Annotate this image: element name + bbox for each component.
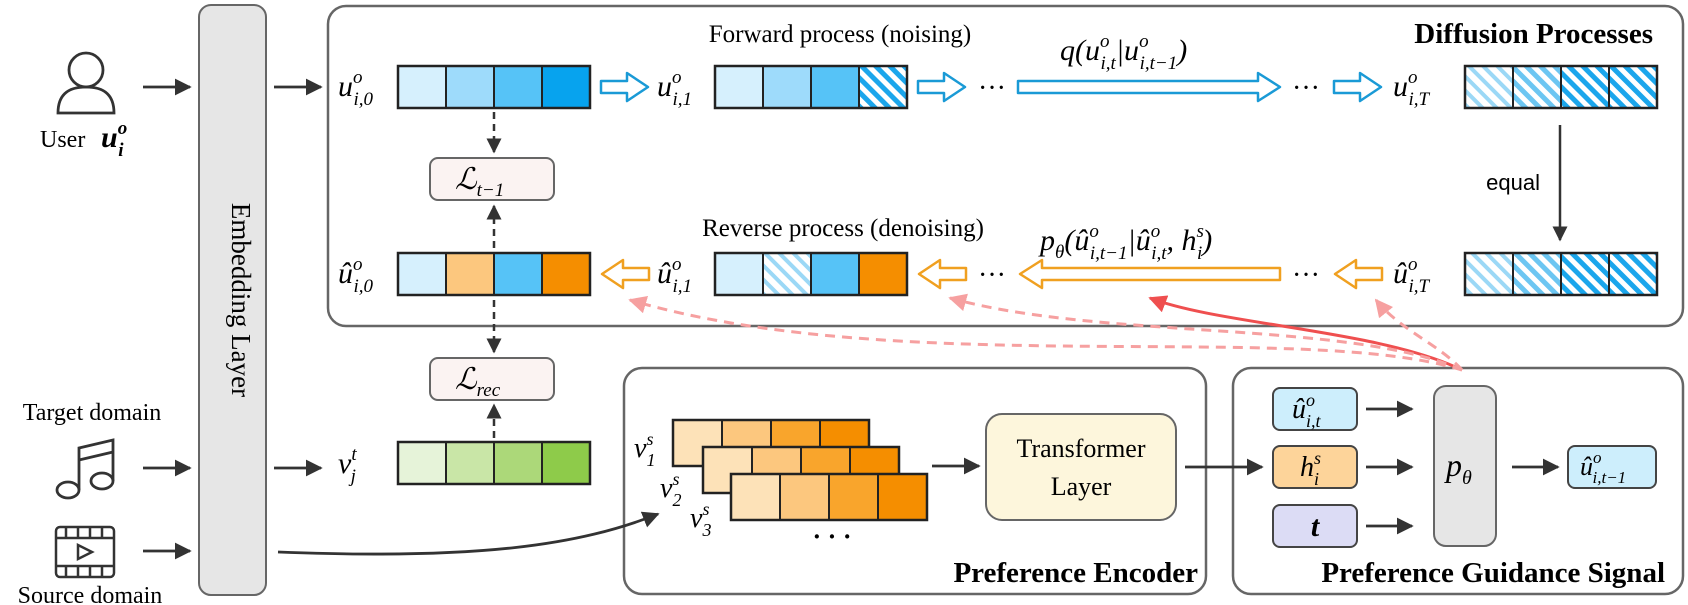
transformer-label-2: Layer: [1051, 472, 1112, 501]
guidance-arrow-1: [628, 295, 1463, 372]
target-domain-label: Target domain: [23, 400, 162, 426]
diffusion-title: Diffusion Processes: [1414, 18, 1653, 50]
source-domain-label: Source domain: [18, 583, 163, 605]
video-icon: [54, 525, 116, 579]
encoder-panel: [622, 366, 1208, 596]
sequence-dots: · · ·: [812, 522, 851, 551]
encoder-title: Preference Encoder: [953, 557, 1198, 589]
forward-arrow-2: [916, 71, 967, 103]
embedding-uhat0: [396, 251, 592, 297]
reverse-arrow-3: [1333, 258, 1384, 290]
embedding-layer: [198, 4, 267, 596]
embedding-u1: [713, 64, 909, 110]
user-label: User: [40, 127, 85, 153]
transformer-label-1: Transformer: [1016, 434, 1145, 463]
t-label: t: [1311, 510, 1321, 543]
forward-label: Forward process (noising): [709, 21, 971, 48]
forward-arrow-long: [1016, 71, 1282, 103]
user-icon: [56, 51, 116, 115]
embedding-to-encoder-arrow: [277, 511, 660, 556]
t-box: [1272, 504, 1358, 548]
embedding-uhatT: [1463, 251, 1659, 297]
embedding-uhat1: [713, 251, 909, 297]
loss-rec-box: [429, 357, 555, 401]
forward-arrow-3: [1332, 71, 1383, 103]
equal-label: equal: [1486, 170, 1540, 195]
p-theta-box: [1433, 385, 1497, 547]
reverse-ellipsis-2: ···: [1292, 260, 1320, 291]
embedding-u0: [396, 64, 592, 110]
hs-box: [1272, 445, 1358, 489]
guidance-arrow-2: [948, 293, 1463, 372]
embedding-uT: [1463, 64, 1659, 110]
reverse-label: Reverse process (denoising): [702, 215, 984, 242]
diffusion-panel: [326, 4, 1685, 328]
embedding-layer-label: Embedding Layer: [226, 203, 256, 397]
forward-ellipsis-1: ···: [978, 73, 1006, 104]
reverse-arrow-2: [917, 258, 968, 290]
music-note-icon: [55, 438, 115, 500]
forward-arrow-1: [599, 71, 650, 103]
forward-ellipsis-2: ···: [1292, 73, 1320, 104]
embedding-vt: [396, 440, 592, 486]
transformer-layer: [985, 413, 1177, 521]
uhat-it-1-box: [1567, 445, 1657, 489]
reverse-arrow-1: [600, 258, 651, 290]
reverse-ellipsis-1: ···: [978, 260, 1006, 291]
reverse-arrow-long: [1018, 258, 1282, 290]
loss-t-1-box: [429, 157, 555, 201]
sequence-v3: [729, 472, 929, 522]
guidance-arrow-3: [1374, 298, 1464, 371]
guidance-title: Preference Guidance Signal: [1321, 557, 1665, 589]
uhat-it-box: [1272, 387, 1358, 431]
